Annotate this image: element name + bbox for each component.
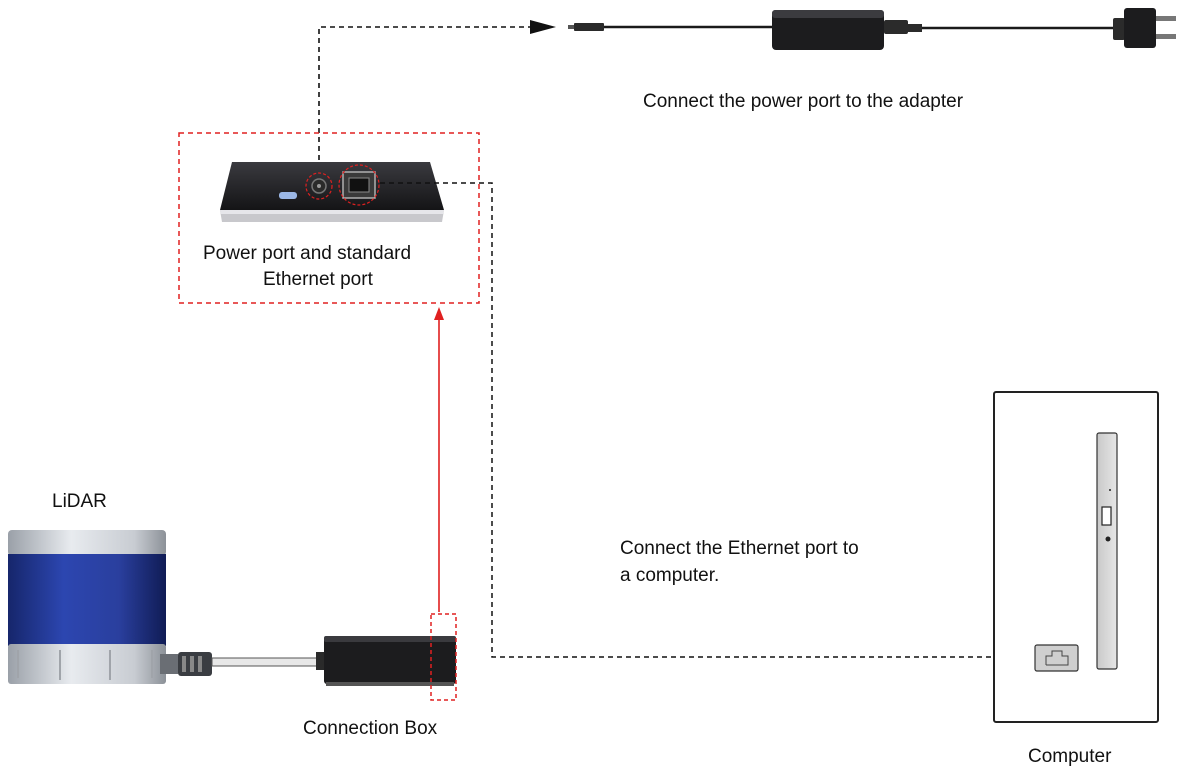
optical-drive-icon — [1096, 432, 1118, 670]
power-adapter-label: Connect the power port to the adapter — [643, 91, 964, 112]
box-port-highlight — [430, 613, 457, 701]
power-adapter-icon — [568, 8, 1176, 50]
ports-highlight-frame — [178, 132, 480, 304]
computer-ethernet-port-icon — [1034, 644, 1079, 672]
ports-label-line1: Power port and standard — [203, 243, 412, 264]
zoom-arrow — [434, 307, 444, 612]
computer-label: Computer — [1028, 746, 1112, 767]
ports-label-line2: Ethernet port — [263, 269, 373, 290]
lidar-label: LiDAR — [52, 491, 107, 512]
computer-icon — [993, 391, 1159, 723]
connection-box-label: Connection Box — [303, 718, 438, 739]
arrow-head-icon — [530, 20, 556, 34]
ethernet-label-line1: Connect the Ethernet port to — [620, 538, 859, 559]
power-cable-line — [318, 20, 556, 178]
ethernet-cable-line — [380, 182, 1026, 665]
lidar-icon — [8, 530, 325, 684]
ethernet-label-line2: a computer. — [620, 565, 720, 586]
connection-box-icon — [316, 636, 456, 686]
usb-port-icon — [279, 192, 297, 199]
connection-box-detail-icon — [220, 162, 444, 222]
